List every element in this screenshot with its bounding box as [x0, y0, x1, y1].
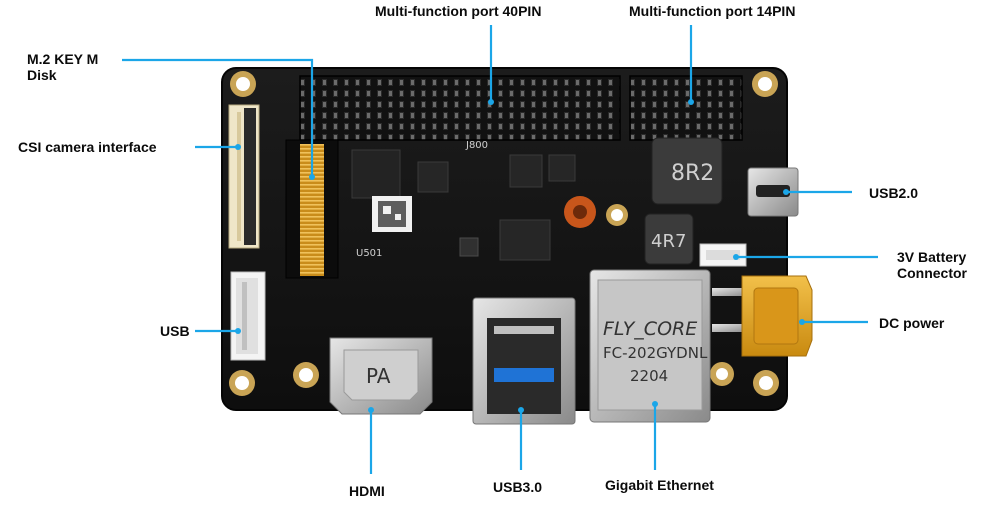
usb3-port — [472, 297, 576, 425]
battery-connector — [699, 243, 747, 267]
label-battery: 3V Battery Connector — [897, 249, 997, 281]
label-ethernet: Gigabit Ethernet — [605, 477, 714, 493]
csi-connector — [228, 104, 260, 249]
silk-j800: J800 — [465, 140, 488, 151]
inductor-4r7: 4R7 — [644, 213, 694, 265]
hdmi-port: PA — [329, 337, 433, 415]
label-40pin: Multi-function port 40PIN — [375, 3, 542, 19]
ethernet-model-text: FC-202GYDNL — [603, 344, 708, 362]
usb2-port — [747, 167, 799, 217]
label-csi: CSI camera interface — [18, 139, 157, 155]
header-40pin — [299, 75, 621, 141]
header-14pin — [629, 75, 743, 141]
label-hdmi: HDMI — [349, 483, 385, 499]
label-usb3: USB3.0 — [493, 479, 543, 495]
label-usb: USB — [160, 323, 190, 339]
callout-lines — [122, 25, 878, 474]
silk-u501: U501 — [356, 248, 382, 259]
inductor-8r2-text: 8R2 — [671, 161, 714, 186]
orange-component — [564, 196, 596, 228]
ethernet-port: FLY_CORE FC-202GYDNL 2204 — [589, 269, 711, 423]
label-m2-line1: M.2 KEY M — [27, 51, 99, 67]
label-battery-line2: Connector — [897, 265, 967, 281]
usb-fpc-connector — [230, 271, 266, 361]
label-14pin: Multi-function port 14PIN — [629, 3, 796, 19]
label-dc-power: DC power — [879, 315, 945, 331]
dc-power-connector — [712, 275, 813, 357]
chips — [351, 149, 576, 261]
label-m2-line2: Disk — [27, 67, 57, 83]
inductor-4r7-text: 4R7 — [651, 231, 686, 252]
hdmi-mark-text: PA — [366, 364, 391, 388]
label-battery-line1: 3V Battery — [897, 249, 967, 265]
inductor-8r2: 8R2 — [651, 137, 723, 205]
ethernet-brand-text: FLY_CORE — [603, 318, 697, 340]
label-usb2: USB2.0 — [869, 185, 919, 201]
mounting-holes — [229, 71, 779, 396]
ethernet-code-text: 2204 — [630, 367, 668, 385]
label-m2: M.2 KEY M Disk — [27, 51, 137, 83]
